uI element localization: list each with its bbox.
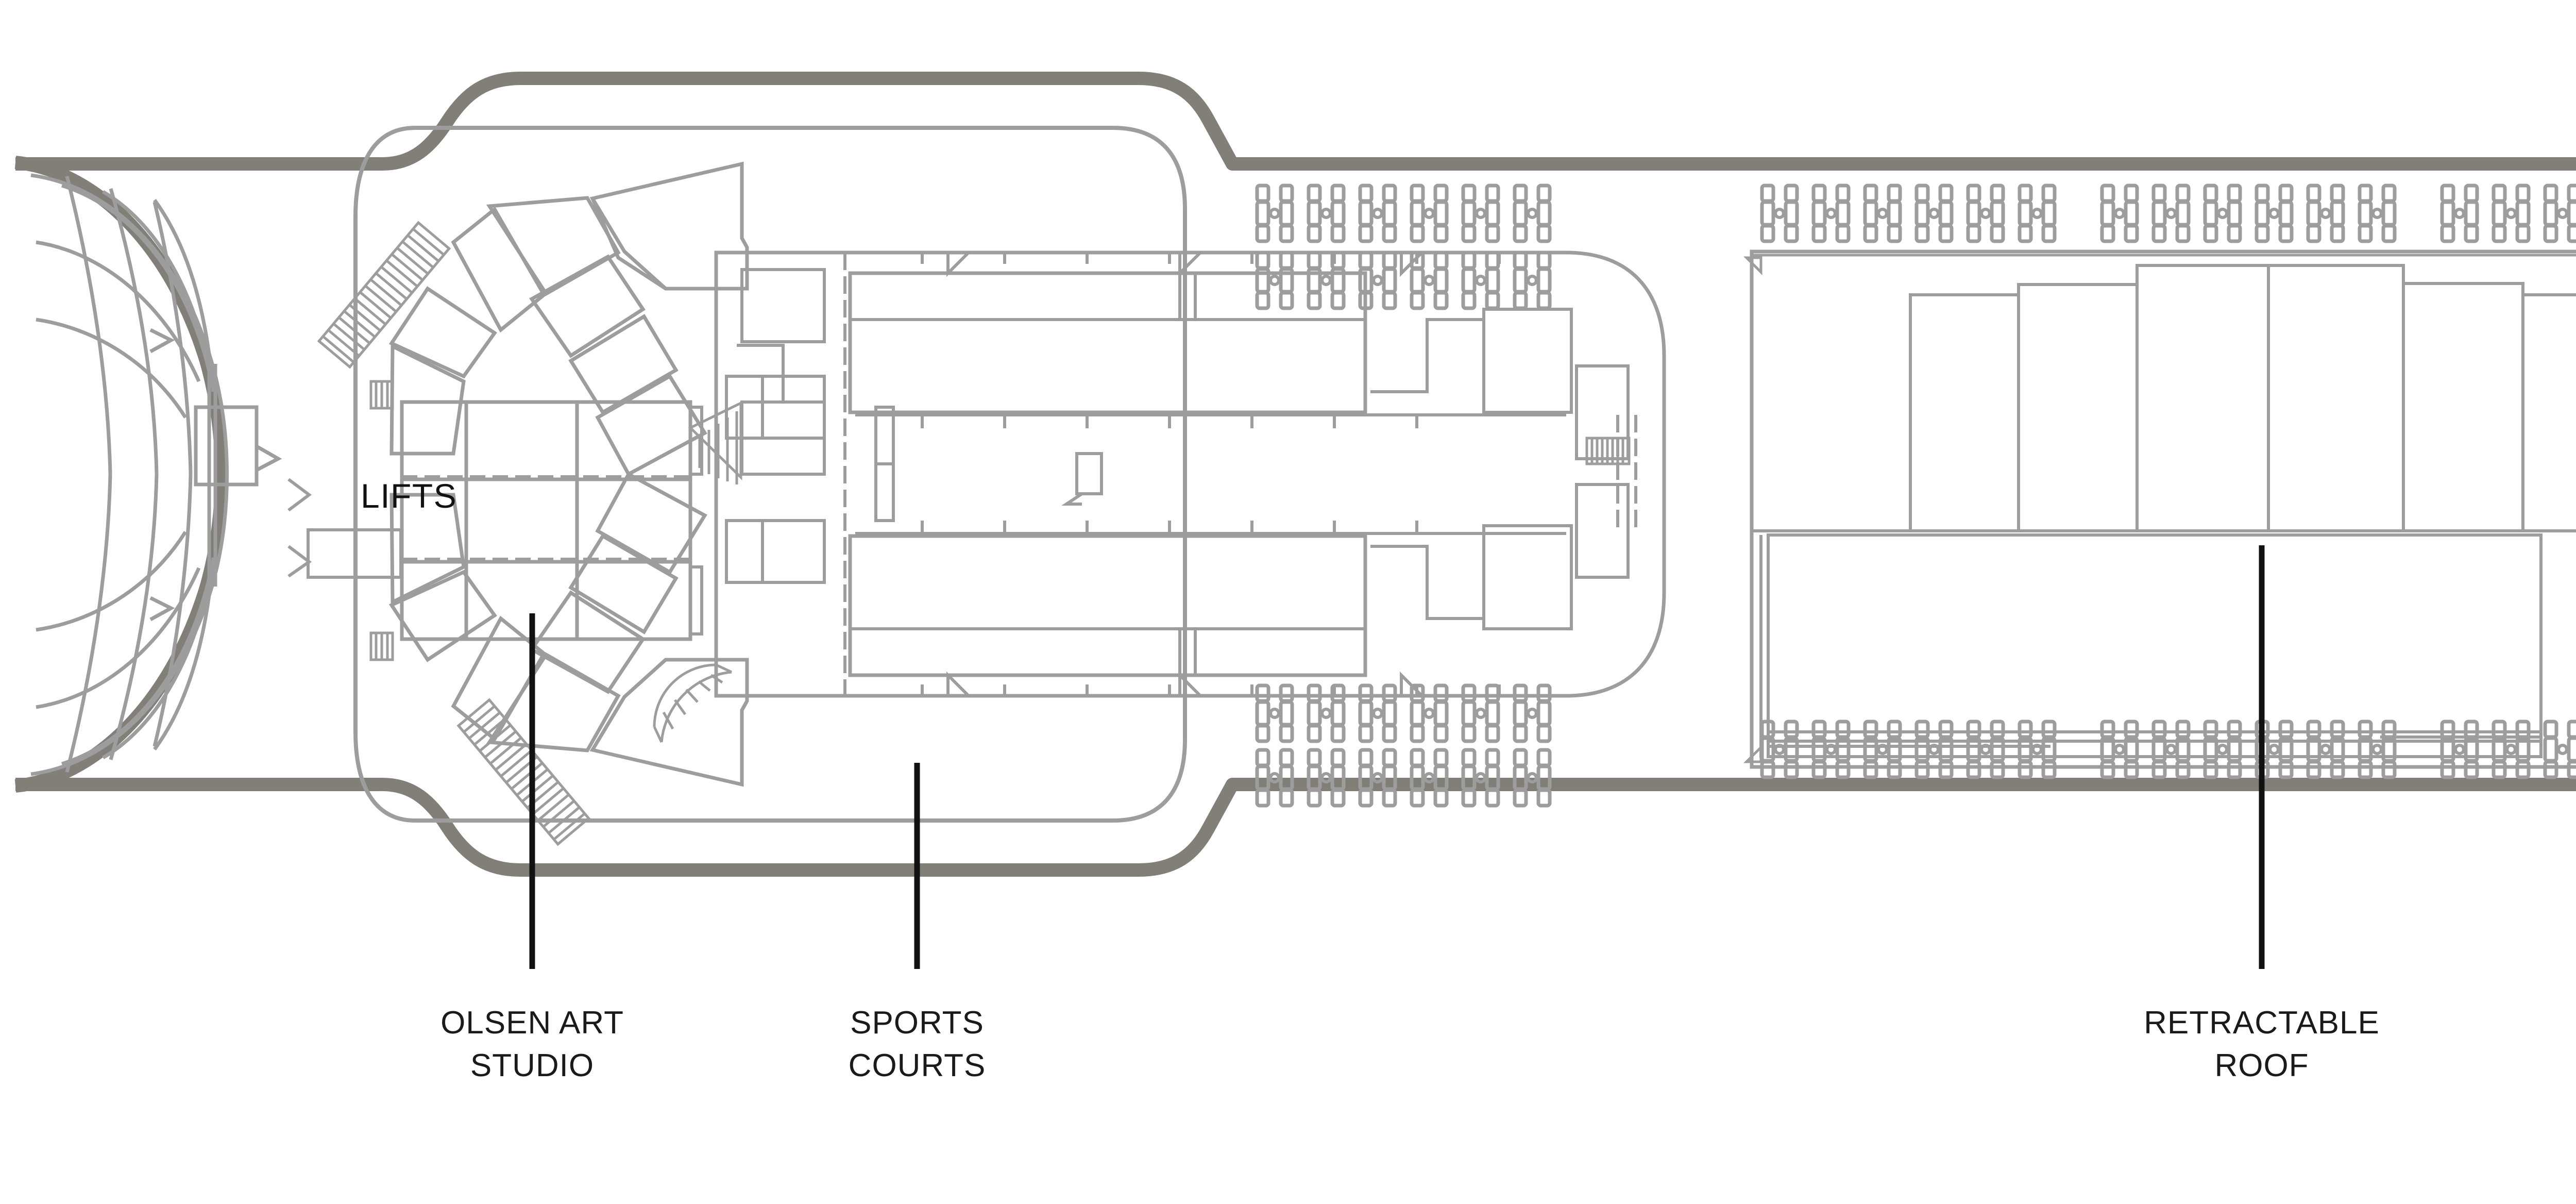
retractable-roof-panels xyxy=(1743,249,2576,769)
callout-retractable-roof: RETRACTABLE ROOF xyxy=(2144,1005,2380,1083)
callout-olsen-art-studio: OLSEN ART STUDIO xyxy=(440,1005,624,1083)
dome-perimeter xyxy=(353,126,1187,823)
callout-olsen-line-2: STUDIO xyxy=(470,1048,594,1083)
callout-roof-line-1: RETRACTABLE xyxy=(2144,1005,2380,1041)
lifts-label-forward: LIFTS xyxy=(361,477,457,515)
olsen-art-studio-dome xyxy=(287,161,826,846)
callout-sports-line-1: SPORTS xyxy=(850,1005,984,1041)
forward-lift-core xyxy=(287,400,703,641)
callout-olsen-line-1: OLSEN ART xyxy=(440,1005,624,1041)
callout-roof-line-2: ROOF xyxy=(2214,1048,2309,1083)
sports-courts xyxy=(714,250,1666,698)
callout-sports-line-2: COURTS xyxy=(849,1048,986,1083)
callout-leader-lines xyxy=(529,545,2265,969)
callout-sports-courts: SPORTS COURTS xyxy=(849,1005,986,1083)
bow-net-deck xyxy=(30,173,282,776)
